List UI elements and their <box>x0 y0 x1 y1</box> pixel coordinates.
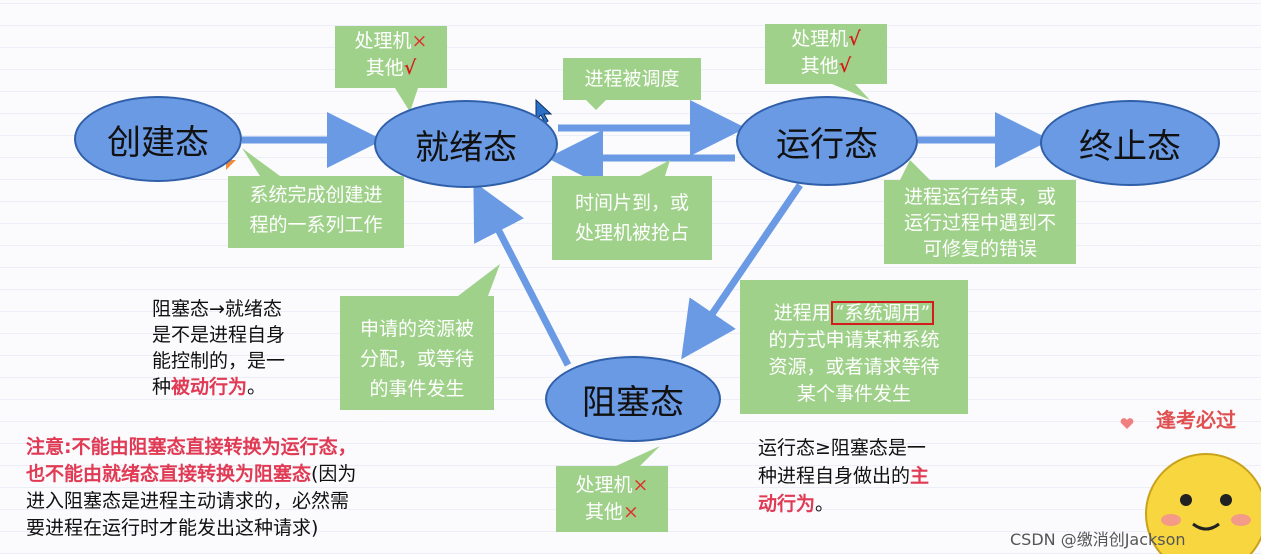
text-line: 运行态≥阻塞态是一 <box>758 437 926 459</box>
note-line: 申请的资源被 <box>359 318 474 340</box>
stamp-text: 逢考必过 <box>1156 408 1236 432</box>
note-create-done: 系统完成创建进 程的一系列工作 <box>228 176 404 248</box>
text-fragment: (因为 <box>311 463 357 485</box>
text-fragment: 种进程自身做出的 <box>758 465 911 487</box>
state-create: 创建态 <box>74 96 242 182</box>
note-line: 时间片到，或 <box>574 192 689 214</box>
callout-tail-timeslice <box>640 160 670 176</box>
state-create-label: 创建态 <box>107 122 209 163</box>
decoration-mark <box>226 160 236 170</box>
other-label: 其他 <box>585 501 624 523</box>
note-terminate: 进程运行结束，或 运行过程中遇到不 可修复的错误 <box>884 180 1076 264</box>
state-terminated: 终止态 <box>1040 100 1220 186</box>
state-terminated-label: 终止态 <box>1079 126 1181 167</box>
arrow-running-to-blocked <box>681 183 803 360</box>
note-line: 分配，或等待 <box>359 348 474 370</box>
text-fragment: 。 <box>247 376 267 398</box>
other-label: 其他 <box>800 55 839 77</box>
watermark: CSDN @缴消创Jackson <box>1010 530 1186 549</box>
note-blocked-cpu: 处理机× 其他× <box>556 466 668 532</box>
attention-line: 注意:不能由阻塞态直接转换为运行态， <box>26 436 357 458</box>
text-fragment: 种 <box>152 376 172 398</box>
cross-icon: × <box>623 501 639 523</box>
emphasis-text: 被动行为 <box>171 376 248 398</box>
text-line: 进入阻塞态是进程主动请求的，必然需 <box>26 490 350 512</box>
emphasis-text: 主 <box>910 465 930 487</box>
check-icon: √ <box>848 28 861 50</box>
callout-tail-create-done <box>242 148 280 176</box>
note-line: 进程运行结束，或 <box>903 186 1056 208</box>
callout-tail-blocked-cpu <box>616 446 660 466</box>
attention-paragraph: 注意:不能由阻塞态直接转换为运行态， 也不能由就绪态直接转换为阻塞态(因为 进入… <box>26 434 476 542</box>
note-scheduled: 进程被调度 <box>563 58 701 100</box>
text-line: 是不是进程自身 <box>152 324 286 346</box>
note-line: 处理机被抢占 <box>574 222 689 244</box>
state-blocked-label: 阻塞态 <box>582 382 684 423</box>
active-explanation: 运行态≥阻塞态是一 种进程自身做出的主 动行为。 <box>758 434 988 518</box>
cross-icon: × <box>411 30 428 52</box>
cpu-label: 处理机 <box>791 28 849 50</box>
text-line: 要进程在运行时才能发出这种请求) <box>26 517 319 539</box>
emphasis-text: 动行为 <box>758 493 816 515</box>
state-ready: 就绪态 <box>374 100 558 188</box>
state-running-label: 运行态 <box>776 124 878 165</box>
note-line: 运行过程中遇到不 <box>903 212 1056 234</box>
callout-tail-running-cpu <box>832 84 870 100</box>
check-icon: √ <box>838 55 852 77</box>
text-fragment: 。 <box>815 493 835 515</box>
arrow-blocked-to-ready <box>473 181 572 367</box>
state-running: 运行态 <box>736 96 918 186</box>
scheduled-text: 进程被调度 <box>584 68 680 90</box>
note-ready-cpu: 处理机× 其他√ <box>335 26 447 88</box>
note-timeslice: 时间片到，或 处理机被抢占 <box>552 176 712 260</box>
note-syscall: 进程用“系统调用” 的方式申请某种系统 资源，或者请求等待 某个事件发生 <box>740 280 968 414</box>
emphasis-text: 也不能由就绪态直接转换为阻塞态 <box>26 463 312 485</box>
callout-tail-ready-cpu <box>395 88 418 112</box>
text-line: 能控制的，是一 <box>152 350 286 372</box>
state-ready-label: 就绪态 <box>415 127 517 168</box>
heart-icon <box>1120 418 1134 429</box>
cpu-label: 处理机 <box>575 474 633 496</box>
cpu-label: 处理机 <box>354 30 412 52</box>
note-resource: 申请的资源被 分配，或等待 的事件发生 <box>340 296 494 410</box>
callout-tail-resource <box>458 264 500 296</box>
note-line: 资源，或者请求等待 <box>768 356 940 378</box>
note-line: 进程用 <box>773 302 831 324</box>
mascot-icon <box>1145 453 1261 554</box>
note-line: 某个事件发生 <box>796 383 911 405</box>
state-blocked: 阻塞态 <box>545 356 721 442</box>
note-line: 系统完成创建进 <box>249 184 383 206</box>
other-label: 其他 <box>365 57 404 79</box>
note-line: 的方式申请某种系统 <box>768 329 940 351</box>
note-line: 可修复的错误 <box>922 238 1037 260</box>
cross-icon: × <box>632 474 649 496</box>
text-line: 阻塞态→就绪态 <box>152 298 282 320</box>
note-line: 的事件发生 <box>369 378 465 400</box>
highlight-box: “系统调用” <box>830 301 935 325</box>
check-icon: √ <box>403 57 417 79</box>
note-line: 程的一系列工作 <box>249 214 383 236</box>
note-running-cpu: 处理机√ 其他√ <box>765 24 887 84</box>
callout-tail-terminate <box>900 160 930 180</box>
passive-explanation: 阻塞态→就绪态 是不是进程自身 能控制的，是一 种被动行为。 <box>152 296 332 400</box>
